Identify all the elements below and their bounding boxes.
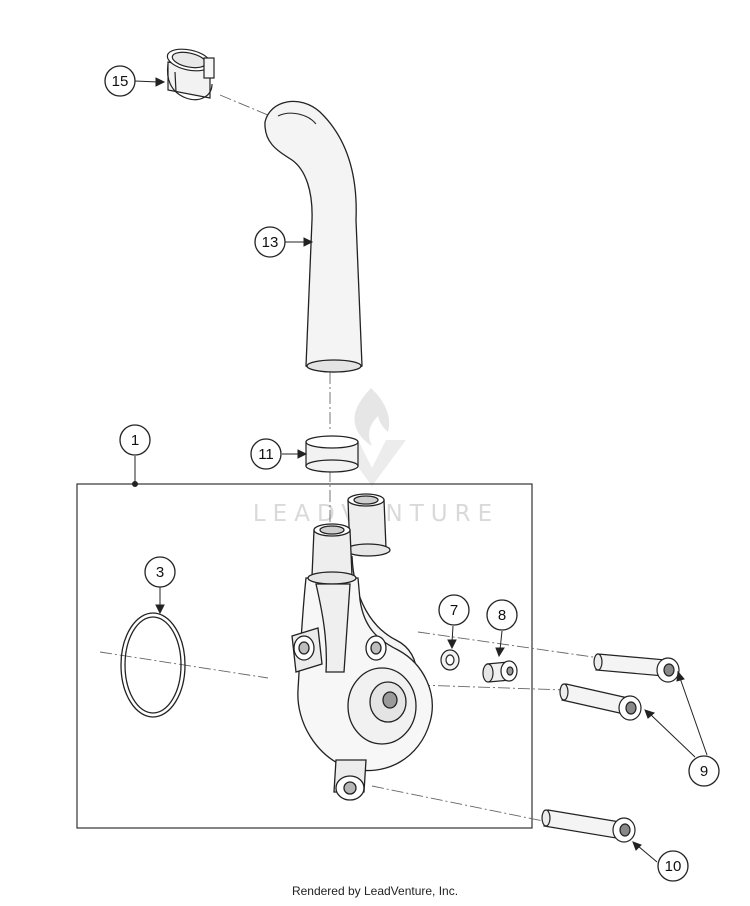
callout-8-label: 8 xyxy=(498,607,506,624)
footer-credit: Rendered by LeadVenture, Inc. xyxy=(291,884,459,898)
callout-7: 7 xyxy=(438,594,470,626)
part-9-bolt-lower xyxy=(559,683,642,721)
callout-15: 15 xyxy=(104,65,136,97)
leader-lines xyxy=(132,77,708,863)
callout-3: 3 xyxy=(144,556,176,588)
callout-3-label: 3 xyxy=(156,564,164,581)
part-15-hose-clamp xyxy=(166,48,215,101)
part-7-washer xyxy=(440,649,460,671)
callout-10: 10 xyxy=(657,850,689,882)
callout-15-label: 15 xyxy=(112,73,129,90)
callout-13: 13 xyxy=(254,226,286,258)
kit-outline-box xyxy=(76,483,533,829)
part-10-bolt xyxy=(541,809,636,843)
part-3-o-ring xyxy=(120,612,186,718)
callout-10-label: 10 xyxy=(665,858,682,875)
callout-1: 1 xyxy=(119,424,151,456)
part-9-bolt-upper xyxy=(593,653,680,683)
part-13-coolant-hose xyxy=(264,100,363,373)
callout-8: 8 xyxy=(486,599,518,631)
watermark-flame-icon xyxy=(354,388,390,446)
callout-1-label: 1 xyxy=(131,432,139,449)
part-8-screw-plug xyxy=(482,660,518,683)
callout-11-label: 11 xyxy=(258,446,274,463)
part-11-sleeve xyxy=(305,435,359,473)
callout-9: 9 xyxy=(688,755,720,787)
center-lines xyxy=(99,94,601,823)
callout-9-label: 9 xyxy=(700,763,708,780)
callout-13-label: 13 xyxy=(262,234,279,251)
callout-7-label: 7 xyxy=(450,602,458,619)
part-1-water-pump-housing xyxy=(291,493,433,801)
callout-11: 11 xyxy=(250,438,282,470)
